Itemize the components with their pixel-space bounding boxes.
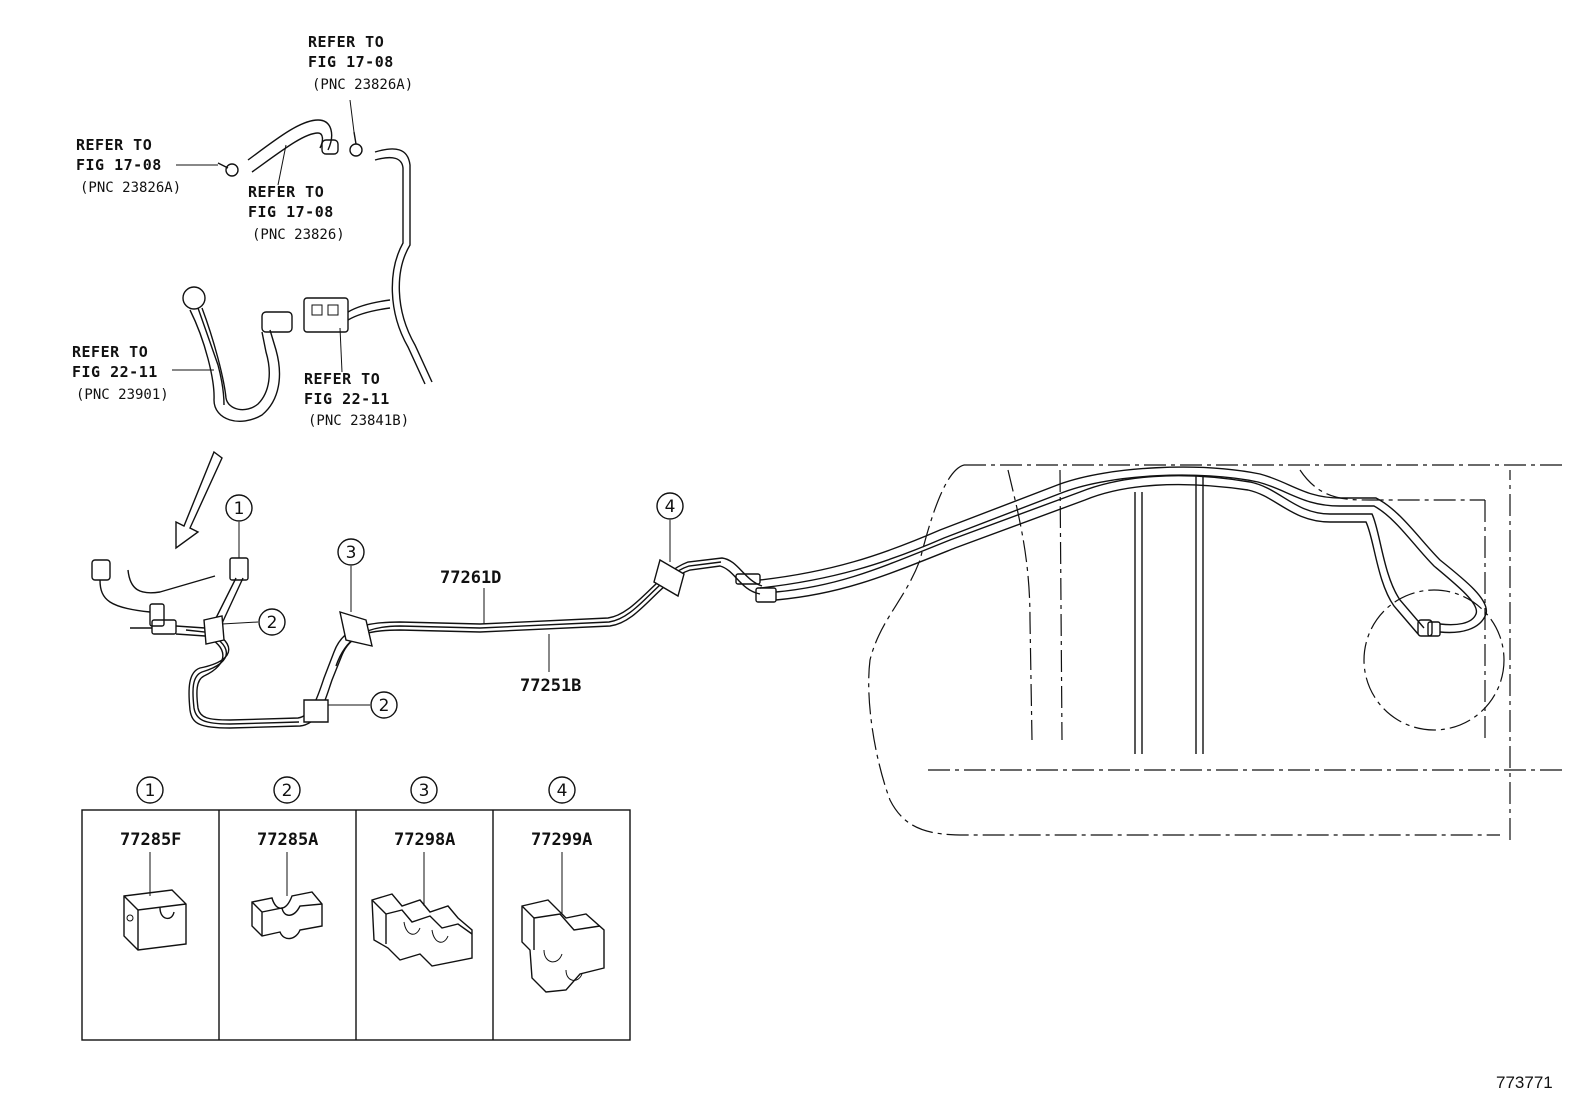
clamp-77285a-illustration bbox=[251, 852, 323, 940]
callout-hose-line1: REFER TO bbox=[72, 343, 148, 361]
callout-connector-line2: FIG 22-11 bbox=[304, 390, 390, 408]
clamp-table-part-3: 77298A bbox=[394, 830, 455, 850]
callout-hose-line2: FIG 22-11 bbox=[72, 363, 158, 381]
callout-top: REFER TO FIG 17-08 (PNC 23826A) bbox=[308, 33, 413, 93]
callout-top-pnc: (PNC 23826A) bbox=[312, 77, 413, 93]
clamp-table-part-2: 77285A bbox=[257, 830, 318, 850]
fuel-tube-run bbox=[91, 557, 777, 729]
marker-3-top: 3 bbox=[337, 538, 365, 612]
tube-lower-part-number: 77251B bbox=[520, 676, 581, 696]
clamp-77299a-illustration bbox=[521, 852, 605, 993]
marker-2-top-label: 2 bbox=[267, 613, 278, 633]
clamp-77298a-illustration bbox=[371, 852, 473, 967]
upper-hose-assembly bbox=[172, 99, 433, 423]
view-arrow-icon bbox=[175, 450, 223, 550]
clamp-4-on-tube bbox=[653, 558, 685, 598]
figure-id: 773771 bbox=[1496, 1073, 1553, 1092]
callout-connector-line1: REFER TO bbox=[304, 370, 380, 388]
clamp-table-marker-1: 1 bbox=[145, 781, 156, 801]
pump-opening bbox=[1363, 589, 1505, 731]
marker-1-top-label: 1 bbox=[234, 499, 245, 519]
clamp-77285f-illustration bbox=[123, 852, 187, 951]
callout-connector-pnc: (PNC 23841B) bbox=[308, 413, 409, 429]
callout-mid: REFER TO FIG 17-08 (PNC 23826) bbox=[248, 183, 345, 243]
callout-top-line2: FIG 17-08 bbox=[308, 53, 394, 71]
clamp-2-lower-on-tube bbox=[303, 699, 329, 723]
clamp-2-upper-on-tube bbox=[203, 615, 225, 645]
fuel-tank bbox=[759, 464, 1562, 840]
callout-left-line1: REFER TO bbox=[76, 136, 152, 154]
callout-hose: REFER TO FIG 22-11 (PNC 23901) bbox=[72, 343, 169, 403]
callout-connector: REFER TO FIG 22-11 (PNC 23841B) bbox=[304, 370, 409, 429]
clamp-table-marker-2: 2 bbox=[282, 781, 293, 801]
callout-mid-line1: REFER TO bbox=[248, 183, 324, 201]
tube-upper-part-number: 77261D bbox=[440, 568, 501, 588]
marker-2-top: 2 bbox=[221, 608, 286, 636]
clamp-table-part-4: 77299A bbox=[531, 830, 592, 850]
callout-left-pnc: (PNC 23826A) bbox=[80, 180, 181, 196]
callout-left: REFER TO FIG 17-08 (PNC 23826A) bbox=[76, 136, 181, 196]
clamp-table: 1 2 3 4 77285F 77285A 77298A 77299A bbox=[81, 776, 631, 1041]
callout-mid-line2: FIG 17-08 bbox=[248, 203, 334, 221]
clamp-table-marker-4: 4 bbox=[557, 781, 568, 801]
callout-left-line2: FIG 17-08 bbox=[76, 156, 162, 174]
marker-1-top: 1 bbox=[225, 494, 253, 558]
marker-2-lower-label: 2 bbox=[379, 696, 390, 716]
marker-4-top: 4 bbox=[656, 492, 684, 562]
marker-3-top-label: 3 bbox=[346, 543, 357, 563]
clamp-3-on-tube bbox=[339, 610, 373, 647]
callout-hose-pnc: (PNC 23901) bbox=[76, 387, 169, 403]
callout-mid-pnc: (PNC 23826) bbox=[252, 227, 345, 243]
clamp-table-part-1: 77285F bbox=[120, 830, 181, 850]
callout-top-line1: REFER TO bbox=[308, 33, 384, 51]
marker-2-lower: 2 bbox=[328, 691, 398, 719]
marker-4-top-label: 4 bbox=[665, 497, 676, 517]
clamp-table-marker-3: 3 bbox=[419, 781, 430, 801]
